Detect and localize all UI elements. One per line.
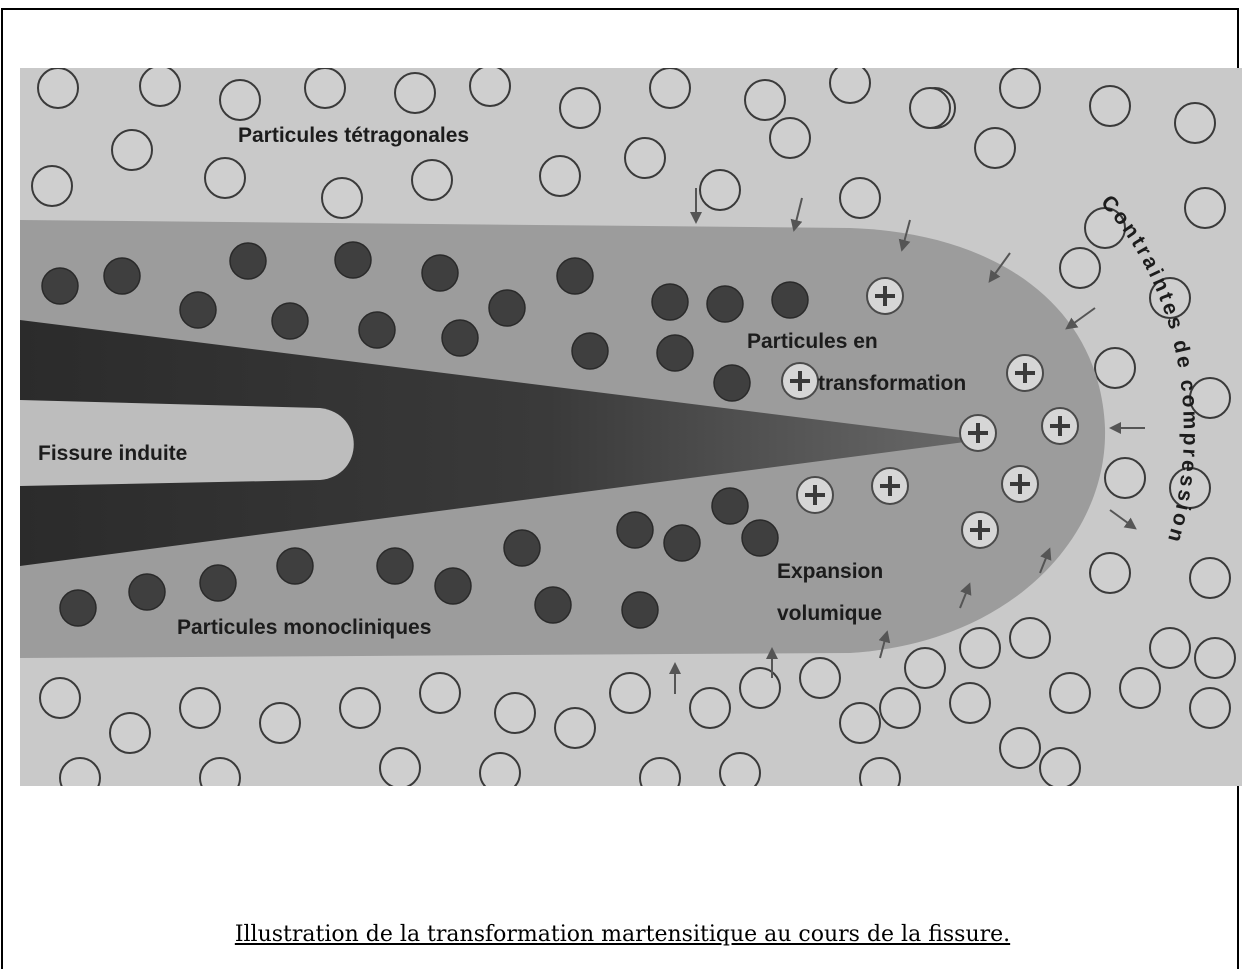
- label-volume-expansion-line2: volumique: [777, 602, 882, 625]
- tetragonal-particle: [1190, 688, 1230, 728]
- monoclinic-particle: [707, 286, 743, 322]
- monoclinic-particle: [535, 587, 571, 623]
- tetragonal-particle: [910, 88, 950, 128]
- tetragonal-particle: [395, 73, 435, 113]
- tetragonal-particle: [412, 160, 452, 200]
- tetragonal-particle: [322, 178, 362, 218]
- tetragonal-particle: [830, 68, 870, 103]
- figure-caption: Illustration de la transformation marten…: [0, 922, 1245, 947]
- monoclinic-particle: [714, 365, 750, 401]
- tetragonal-particle: [650, 68, 690, 108]
- monoclinic-particle: [272, 303, 308, 339]
- tetragonal-particle: [1040, 748, 1080, 786]
- tetragonal-particle: [32, 166, 72, 206]
- tetragonal-particle: [260, 703, 300, 743]
- monoclinic-particle: [200, 565, 236, 601]
- monoclinic-particle: [652, 284, 688, 320]
- tetragonal-particle: [1195, 638, 1235, 678]
- tetragonal-particle: [480, 753, 520, 786]
- label-transforming-particles-line2: transformation: [818, 372, 966, 395]
- tetragonal-particle: [700, 170, 740, 210]
- label-volume-expansion-line1: Expansion: [777, 560, 883, 583]
- tetragonal-particle: [840, 703, 880, 743]
- tetragonal-particle: [1060, 248, 1100, 288]
- tetragonal-particle: [1090, 86, 1130, 126]
- monoclinic-particle: [772, 282, 808, 318]
- tetragonal-particle: [180, 688, 220, 728]
- monoclinic-particle: [435, 568, 471, 604]
- label-induced-crack: Fissure induite: [38, 442, 187, 465]
- tetragonal-particle: [975, 128, 1015, 168]
- monoclinic-particle: [489, 290, 525, 326]
- tetragonal-particle: [1185, 188, 1225, 228]
- label-tetragonal-particles: Particules tétragonales: [238, 124, 469, 147]
- monoclinic-particle: [617, 512, 653, 548]
- tetragonal-particle: [220, 80, 260, 120]
- tetragonal-particle: [555, 708, 595, 748]
- tetragonal-particle: [1105, 458, 1145, 498]
- tetragonal-particle: [112, 130, 152, 170]
- tetragonal-particle: [380, 748, 420, 786]
- tetragonal-particle: [470, 68, 510, 106]
- tetragonal-particle: [745, 80, 785, 120]
- tetragonal-particle: [1050, 673, 1090, 713]
- monoclinic-particle: [60, 590, 96, 626]
- tetragonal-particle: [140, 68, 180, 106]
- tetragonal-particle: [1190, 558, 1230, 598]
- label-transforming-particles-line1: Particules en: [747, 330, 878, 353]
- tetragonal-particle: [110, 713, 150, 753]
- tetragonal-particle: [720, 753, 760, 786]
- tetragonal-particle: [770, 118, 810, 158]
- label-monoclinic-particles: Particules monocliniques: [177, 616, 431, 639]
- tetragonal-particle: [1000, 68, 1040, 108]
- tetragonal-particle: [1120, 668, 1160, 708]
- tetragonal-particle: [880, 688, 920, 728]
- tetragonal-particle: [205, 158, 245, 198]
- monoclinic-particle: [742, 520, 778, 556]
- monoclinic-particle: [557, 258, 593, 294]
- monoclinic-particle: [572, 333, 608, 369]
- tetragonal-particle: [1090, 553, 1130, 593]
- monoclinic-particle: [277, 548, 313, 584]
- monoclinic-particle: [442, 320, 478, 356]
- tetragonal-particle: [800, 658, 840, 698]
- monoclinic-particle: [712, 488, 748, 524]
- tetragonal-particle: [420, 673, 460, 713]
- monoclinic-particle: [180, 292, 216, 328]
- tetragonal-particle: [38, 68, 78, 108]
- tetragonal-particle: [1010, 618, 1050, 658]
- monoclinic-particle: [622, 592, 658, 628]
- tetragonal-particle: [1000, 728, 1040, 768]
- tetragonal-particle: [610, 673, 650, 713]
- tetragonal-particle: [625, 138, 665, 178]
- monoclinic-particle: [377, 548, 413, 584]
- monoclinic-particle: [335, 242, 371, 278]
- monoclinic-particle: [104, 258, 140, 294]
- monoclinic-particle: [422, 255, 458, 291]
- tetragonal-particle: [560, 88, 600, 128]
- tetragonal-particle: [840, 178, 880, 218]
- monoclinic-particle: [230, 243, 266, 279]
- tetragonal-particle: [1175, 103, 1215, 143]
- tetragonal-particle: [40, 678, 80, 718]
- tetragonal-particle: [340, 688, 380, 728]
- tetragonal-particle: [905, 648, 945, 688]
- monoclinic-particle: [129, 574, 165, 610]
- tetragonal-particle: [1150, 628, 1190, 668]
- tetragonal-particle: [690, 688, 730, 728]
- tetragonal-particle: [950, 683, 990, 723]
- tetragonal-particle: [495, 693, 535, 733]
- monoclinic-particle: [504, 530, 540, 566]
- tetragonal-particle: [740, 668, 780, 708]
- tetragonal-particle: [540, 156, 580, 196]
- tetragonal-particle: [305, 68, 345, 108]
- tetragonal-particle: [1095, 348, 1135, 388]
- martensitic-transformation-diagram: Particules tétragonales Fissure induite …: [20, 68, 1242, 786]
- tetragonal-particle: [960, 628, 1000, 668]
- monoclinic-particle: [657, 335, 693, 371]
- monoclinic-particle: [359, 312, 395, 348]
- monoclinic-particle: [42, 268, 78, 304]
- monoclinic-particle: [664, 525, 700, 561]
